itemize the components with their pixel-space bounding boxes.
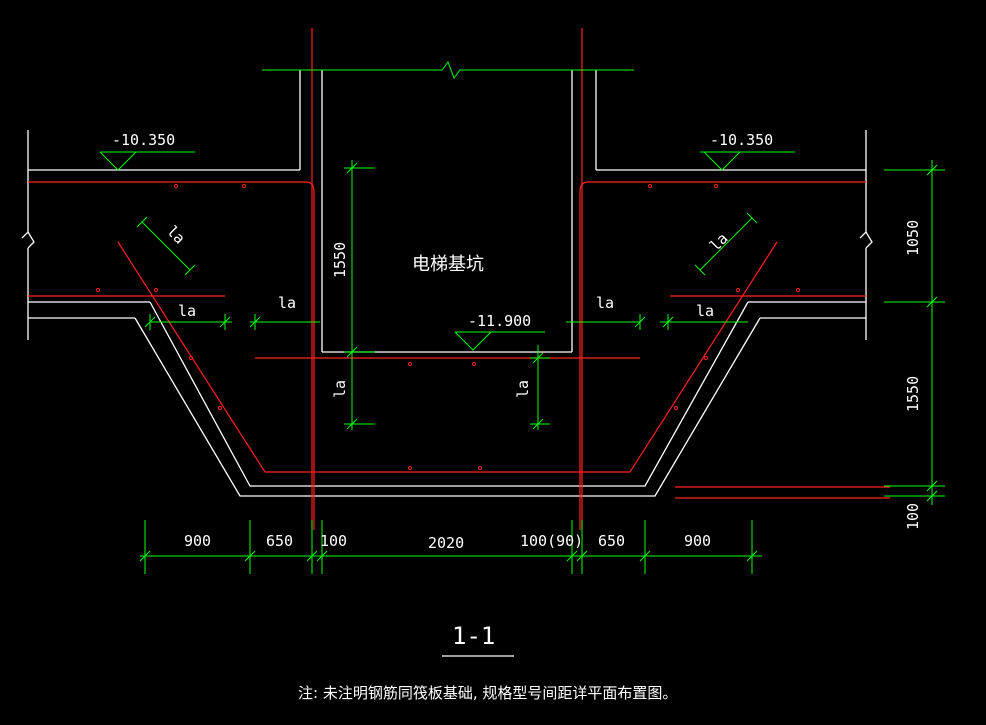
section-title: 1-1	[452, 622, 495, 650]
pit-label: 电梯基坑	[412, 254, 484, 275]
right-dim-100: 100	[904, 503, 922, 530]
elevation-center: -11.900	[468, 312, 531, 330]
la-label-right-horizontal-2: la	[696, 302, 714, 320]
pit-depth-dimension: 1550	[331, 242, 349, 278]
bottom-dim-100-90: 100(90)	[520, 532, 583, 550]
bottom-dim-100-left: 100	[320, 532, 347, 550]
right-dim-1550: 1550	[904, 376, 922, 412]
elevation-right: -10.350	[710, 131, 773, 149]
la-label-right-vertical: la	[514, 380, 532, 398]
la-label-right-inclined: la	[706, 229, 732, 255]
elevation-left: -10.350	[112, 131, 175, 149]
la-label-left-vertical: la	[331, 380, 349, 398]
bottom-dim-900-right: 900	[684, 532, 711, 550]
la-label-right-horizontal-1: la	[596, 294, 614, 312]
bottom-dim-2020: 2020	[428, 534, 464, 552]
rebar	[28, 28, 890, 530]
dimension-lines	[99, 60, 945, 574]
right-dim-1050: 1050	[904, 220, 922, 256]
la-label-left-horizontal-2: la	[278, 294, 296, 312]
la-label-left-horizontal-1: la	[178, 302, 196, 320]
bottom-dim-650-right: 650	[598, 532, 625, 550]
bottom-dim-650-left: 650	[266, 532, 293, 550]
concrete-outline	[21, 70, 873, 497]
drawing-note: 注: 未注明钢筋同筏板基础, 规格型号间距详平面布置图。	[298, 684, 677, 702]
bottom-dim-900-left: 900	[184, 532, 211, 550]
la-label-left-inclined: la	[163, 222, 189, 248]
